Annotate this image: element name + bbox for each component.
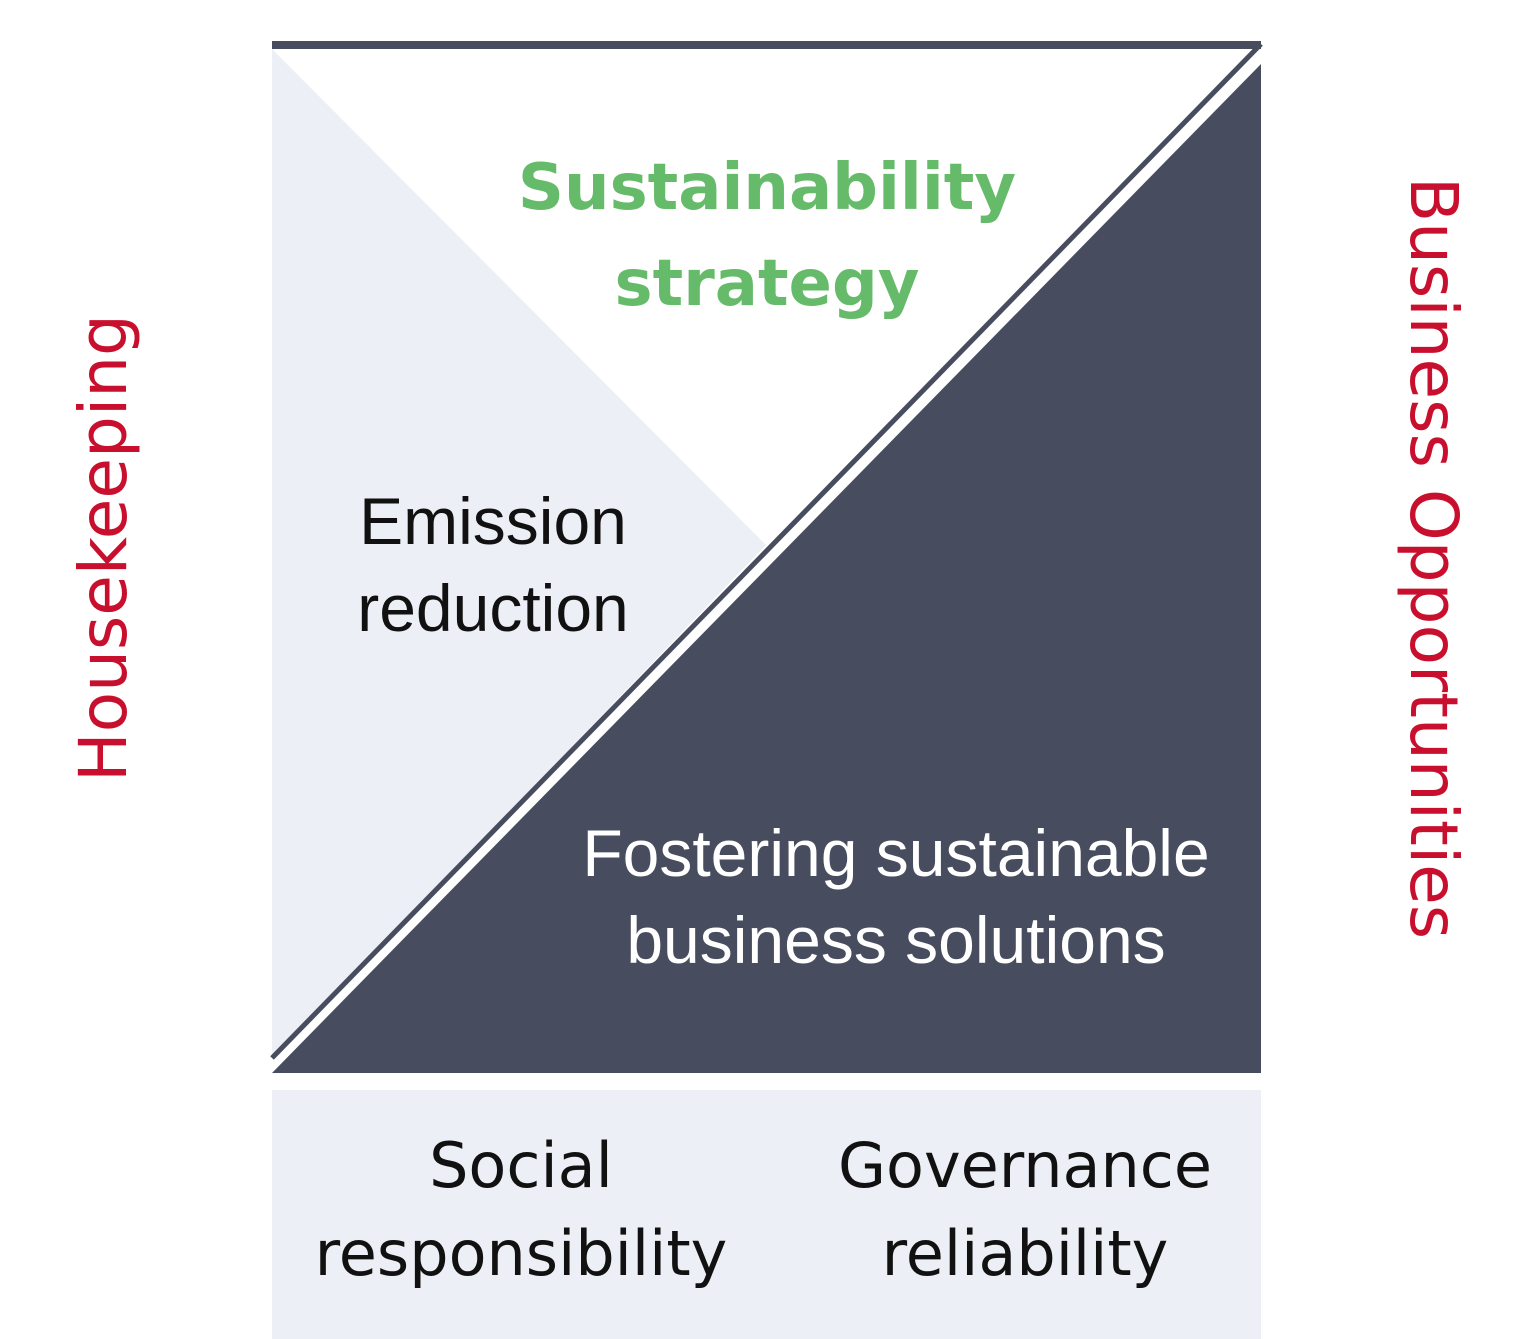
fostering-solutions-text: Fostering sustainable business solutions [582, 810, 1209, 984]
emission-region [272, 49, 766, 1058]
social-responsibility-text: Social responsibility [315, 1122, 728, 1298]
business-opportunities-label: Business Opportunities [1395, 176, 1472, 940]
fostering-region [272, 64, 1261, 1073]
emission-line-2: reduction [357, 571, 629, 646]
strategy-line-1: Sustainability [517, 151, 1017, 225]
social-line-1: Social [429, 1129, 613, 1202]
bottom-panel [272, 1090, 1261, 1339]
sustainability-strategy-text: Sustainability strategy [518, 140, 1016, 332]
fostering-line-1: Fostering sustainable [582, 816, 1210, 890]
top-border [272, 41, 1261, 49]
emission-reduction-text: Emission reduction [357, 478, 629, 652]
governance-line-1: Governance [837, 1129, 1213, 1202]
governance-reliability-text: Governance reliability [838, 1122, 1212, 1298]
emission-line-1: Emission [359, 484, 627, 558]
fostering-line-2: business solutions [626, 903, 1166, 978]
governance-line-2: reliability [881, 1217, 1169, 1291]
strategy-line-2: strategy [614, 247, 920, 321]
social-line-2: responsibility [314, 1217, 728, 1291]
diagonal-line [270, 42, 1263, 1060]
housekeeping-label: Housekeeping [65, 314, 142, 782]
